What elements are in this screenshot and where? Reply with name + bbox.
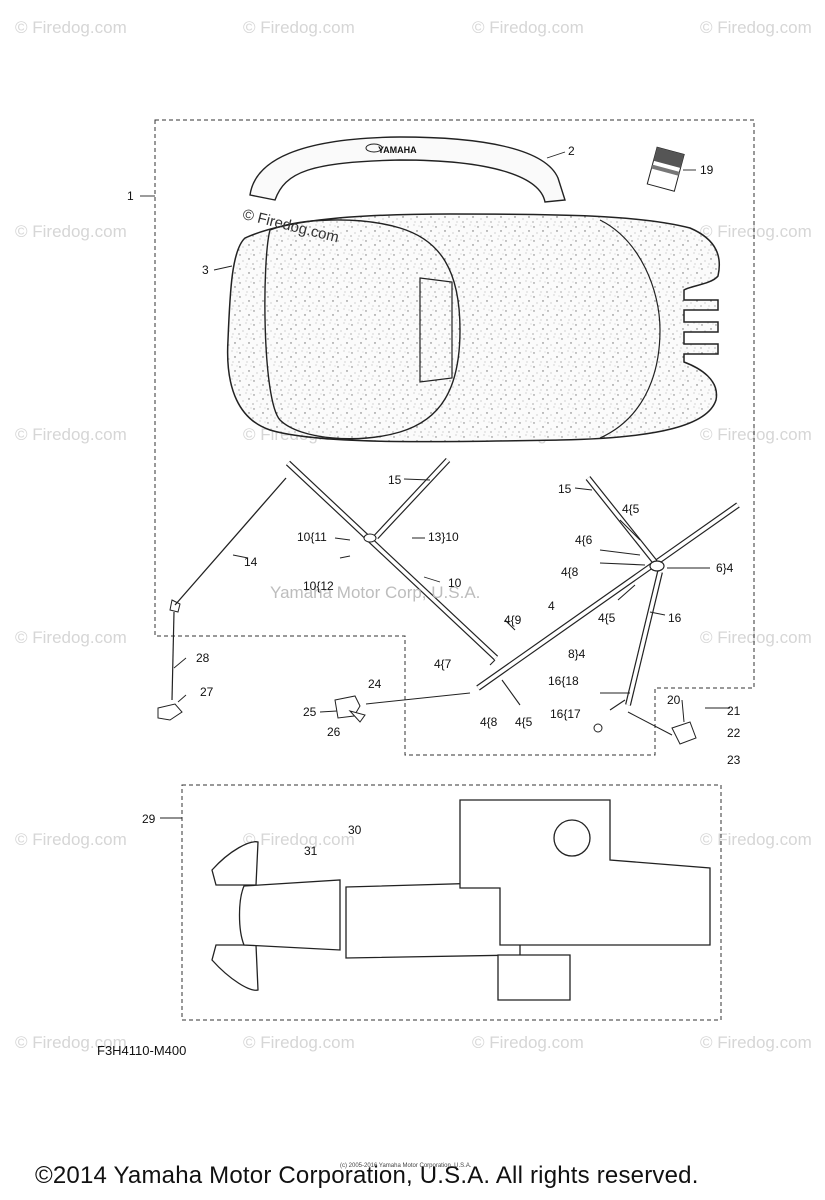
callout-23: 23	[727, 753, 741, 767]
callout-15-left: 15	[388, 473, 402, 487]
strap	[174, 477, 287, 606]
callout-22: 22	[727, 726, 741, 740]
callout-15-right: 15	[558, 482, 572, 496]
callout-4-5b: 4{5	[598, 611, 616, 625]
watermark: © Firedog.com	[15, 425, 127, 444]
watermark: © Firedog.com	[243, 830, 355, 849]
watermark: © Firedog.com	[700, 222, 812, 241]
callout-6-4: 6}4	[716, 561, 734, 575]
callout-26: 26	[327, 725, 341, 739]
pole-4	[476, 502, 740, 691]
callout-8-4: 8}4	[568, 647, 586, 661]
decal-piece	[646, 146, 685, 192]
callout-4: 4	[548, 599, 555, 613]
callout-19: 19	[700, 163, 714, 177]
watermark: © Firedog.com	[15, 830, 127, 849]
watermark: © Firedog.com	[15, 222, 127, 241]
watermark: © Firedog.com	[15, 18, 127, 37]
callout-21: 21	[727, 704, 741, 718]
watermark: © Firedog.com	[700, 830, 812, 849]
watermark: © Firedog.com	[700, 1033, 812, 1052]
callout-20: 20	[667, 693, 681, 707]
center-watermark: Yamaha Motor Corp, U.S.A.	[270, 583, 481, 602]
watermark: © Firedog.com	[243, 1033, 355, 1052]
callout-30: 30	[348, 823, 362, 837]
callout-28: 28	[196, 651, 210, 665]
callout-4-8b: 4{8	[480, 715, 498, 729]
callout-4-8a: 4{8	[561, 565, 579, 579]
group-1-boundary	[154, 119, 755, 756]
callout-4-6: 4{6	[575, 533, 593, 547]
handle-decal	[249, 136, 566, 203]
pole-10	[285, 460, 499, 661]
callout-10: 10	[448, 576, 462, 590]
callout-16-18: 16{18	[548, 674, 579, 688]
callout-16: 16	[668, 611, 682, 625]
watermark: © Firedog.com	[700, 628, 812, 647]
bracket-20	[671, 721, 697, 745]
callout-25: 25	[303, 705, 317, 719]
watermark: © Firedog.com	[15, 1033, 127, 1052]
small-copyright: (c) 2005-2016 Yamaha Motor Corporation, …	[340, 1163, 472, 1169]
callout-27: 27	[200, 685, 214, 699]
diagram-code: F3H4110-M400	[97, 1043, 187, 1058]
callout-31: 31	[304, 844, 318, 858]
pole-15-left	[373, 457, 451, 540]
callout-29: 29	[142, 812, 156, 826]
callout-10-12: 10{12	[303, 579, 334, 593]
watermark: © Firedog.com	[700, 18, 812, 37]
callout-16-17: 16{17	[550, 707, 581, 721]
callout-4-7: 4{7	[434, 657, 452, 671]
watermark: © Firedog.com	[15, 628, 127, 647]
callout-4-5a: 4{5	[622, 502, 640, 516]
copyright-footer: ©2014 Yamaha Motor Corporation, U.S.A. A…	[35, 1162, 699, 1189]
pole-15-right	[585, 476, 658, 564]
yamaha-logo-text: YAMAHA	[378, 145, 417, 155]
callout-24: 24	[368, 677, 382, 691]
group-29-boundary	[181, 784, 722, 1021]
callout-13-10: 13}10	[428, 530, 459, 544]
bracket-27	[157, 703, 183, 721]
callout-10-11: 10{11	[297, 530, 327, 544]
callout-1: 1	[127, 189, 134, 203]
watermark: © Firedog.com	[700, 425, 812, 444]
watermark: © Firedog.com	[472, 1033, 584, 1052]
watermark: © Firedog.com	[243, 18, 355, 37]
callout-3: 3	[202, 263, 209, 277]
callout-2: 2	[568, 144, 575, 158]
callout-14: 14	[244, 555, 258, 569]
seat-cover	[226, 213, 721, 443]
callout-4-9: 4{9	[504, 613, 522, 627]
callout-4-5c: 4{5	[515, 715, 533, 729]
watermark: © Firedog.com	[472, 18, 584, 37]
yamaha-emblem-icon	[365, 143, 383, 153]
pole-16	[625, 571, 663, 706]
floor-mat-set	[211, 799, 711, 1001]
